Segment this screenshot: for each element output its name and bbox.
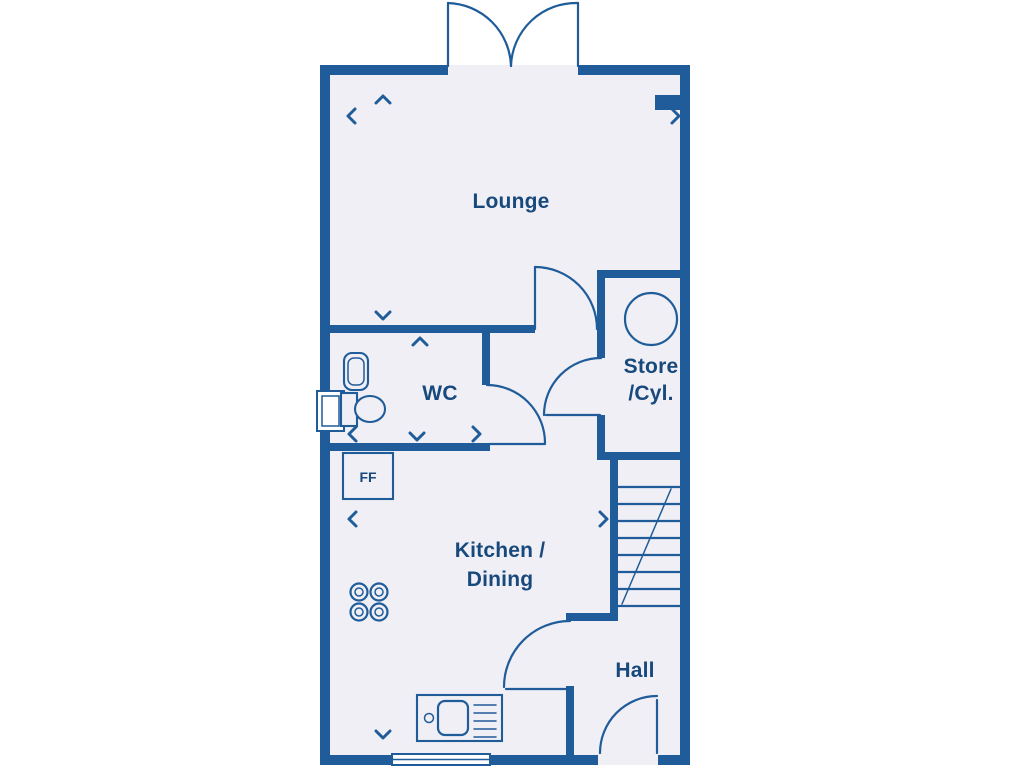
chevron-right-icon	[670, 107, 681, 125]
basin-inner	[347, 357, 365, 386]
wall-lounge-bottom	[330, 325, 535, 333]
room-label-hall: Hall	[615, 659, 654, 682]
meter-box-inner	[321, 395, 340, 427]
wall-stairs	[610, 460, 618, 620]
bottom-window	[391, 753, 491, 766]
wall-store-bottom	[597, 452, 680, 460]
door-swing-arc	[502, 619, 572, 689]
wc-door	[485, 383, 547, 446]
wall-outer-right	[680, 65, 690, 765]
chevron-down-icon	[408, 431, 426, 442]
chevron-left-icon	[347, 425, 358, 443]
door-swing-arc	[485, 383, 547, 445]
room-label-kitchen-line1: Kitchen /	[455, 539, 545, 562]
hob-burner	[349, 582, 369, 602]
wall-store-left-lower	[597, 415, 605, 460]
door-swing-arc	[509, 1, 580, 68]
store-door	[542, 356, 603, 417]
ff-label: FF	[359, 469, 377, 485]
toilet-fixture	[339, 391, 387, 428]
room-label-lounge: Lounge	[472, 190, 549, 213]
wall-outer-top-left	[320, 65, 448, 75]
chevron-right-icon	[471, 425, 482, 443]
chevron-up-icon	[411, 336, 429, 347]
hob-burner-inner	[354, 587, 364, 597]
rear-door	[598, 694, 659, 755]
hob-burner	[369, 582, 389, 602]
door-swing-arc	[533, 265, 599, 331]
cylinder-fixture	[623, 291, 679, 347]
hob-burner-inner	[354, 607, 364, 617]
front-door	[446, 1, 580, 68]
wall-notch	[655, 95, 680, 110]
basin-outer	[342, 351, 370, 392]
fridge-freezer: FF	[341, 451, 395, 501]
stair-diagonal	[621, 488, 672, 605]
wall-outer-top-right	[578, 65, 690, 75]
direction-chevrons	[346, 94, 681, 740]
sink-drainer-lines	[473, 704, 497, 738]
room-label-wc: WC	[422, 382, 457, 405]
kitchen-door	[502, 619, 572, 691]
wall-wc-bottom	[330, 443, 490, 451]
room-label-store-line2: /Cyl.	[628, 382, 673, 405]
basin-fixture	[342, 351, 370, 392]
chevron-right-icon	[598, 510, 609, 528]
room-labels: Lounge WC Store /Cyl. Kitchen / Dining H…	[422, 190, 678, 682]
sink-unit	[415, 693, 504, 743]
sink-basin	[436, 699, 470, 737]
chevron-left-icon	[347, 510, 358, 528]
hob-burner	[349, 602, 369, 622]
hob-burner	[369, 602, 389, 622]
stairs	[616, 485, 682, 608]
wall-hall-top	[566, 613, 618, 621]
door-swing-arc	[598, 694, 659, 755]
sink-tap	[423, 712, 435, 724]
chevron-down-icon	[374, 729, 392, 740]
wall-store-left	[597, 333, 605, 358]
room-label-store-line1: Store	[624, 355, 679, 378]
wall-outer-bottom-c	[658, 755, 690, 765]
room-label-kitchen-line2: Dining	[467, 568, 534, 591]
fridge-freezer-outline	[341, 451, 395, 501]
hob-fixture	[349, 582, 389, 622]
door-swing-arc	[542, 356, 603, 417]
wall-outer-bottom-b	[490, 755, 598, 765]
lounge-door	[533, 265, 599, 331]
wall-hall-left	[566, 686, 574, 755]
chevron-left-icon	[346, 107, 357, 125]
wall-store-top	[597, 270, 680, 278]
toilet-bowl	[353, 394, 387, 424]
hob-burner-inner	[374, 607, 384, 617]
hob-burner-inner	[374, 587, 384, 597]
chevron-up-icon	[374, 94, 392, 105]
chevron-down-icon	[374, 310, 392, 321]
wall-wc-right	[482, 333, 490, 385]
wall-store-left-upper	[597, 270, 605, 333]
wall-outer-bottom-a	[320, 755, 392, 765]
kitchen-sink-fixture	[415, 693, 504, 743]
door-swing-arc	[446, 1, 513, 68]
